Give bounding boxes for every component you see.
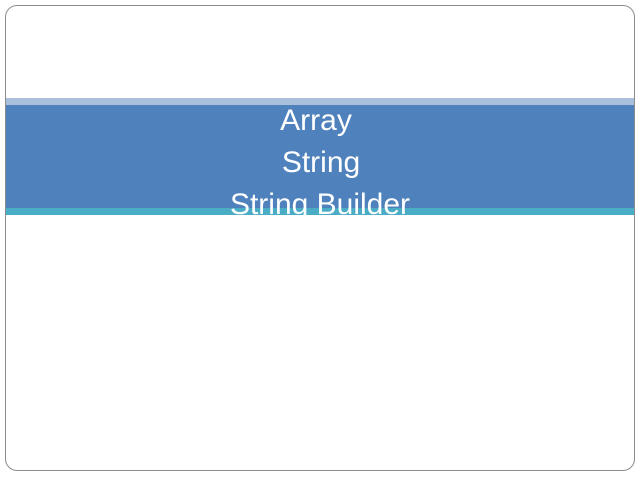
title-line-array: Array: [280, 104, 352, 137]
title-band-top-stripe: [6, 98, 634, 105]
slide-title: Array String String Builder: [6, 100, 634, 226]
title-line-string-builder: String Builder: [229, 188, 411, 221]
title-line-string: String: [281, 146, 361, 179]
slide: Array String String Builder: [5, 5, 635, 471]
title-band-bottom-stripe: [6, 208, 634, 215]
title-band: [6, 105, 634, 208]
